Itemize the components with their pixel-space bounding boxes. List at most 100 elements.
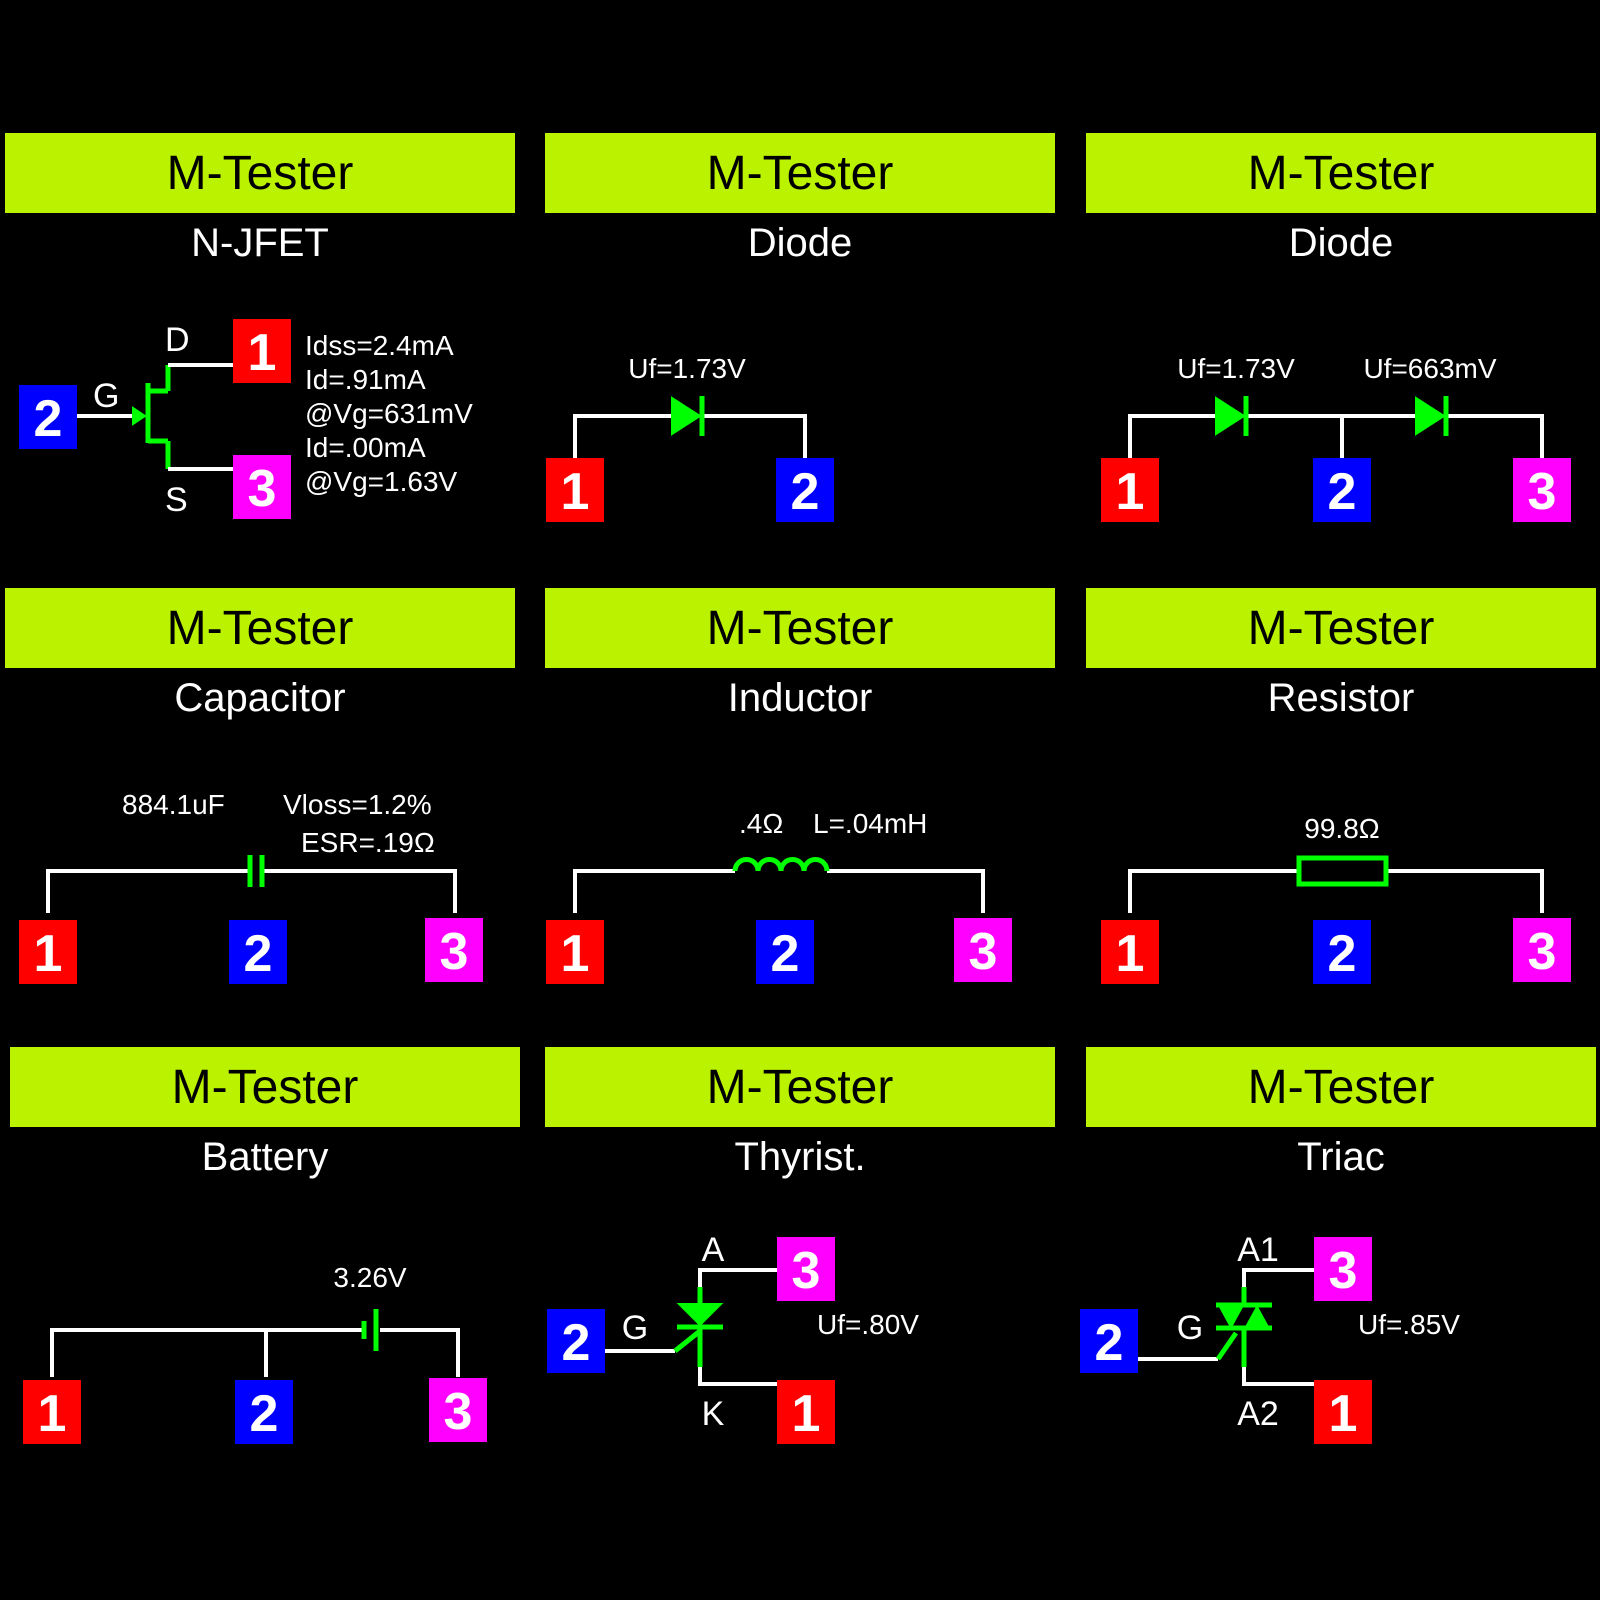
inductor-icon bbox=[732, 857, 830, 872]
svg-text:2: 2 bbox=[250, 1385, 279, 1443]
svg-text:3: 3 bbox=[444, 1383, 473, 1441]
svg-text:3: 3 bbox=[792, 1242, 821, 1300]
diode-schematic: Uf=1.73V 1 2 bbox=[546, 353, 834, 522]
svg-text:1: 1 bbox=[561, 463, 590, 521]
header-bar: M-Tester bbox=[1086, 133, 1596, 213]
resistor-icon bbox=[1296, 855, 1389, 887]
pin-3: 3 bbox=[954, 918, 1012, 982]
pin-1: 1 bbox=[777, 1380, 835, 1444]
header-bar: M-Tester bbox=[1086, 588, 1596, 668]
capacitor-schematic: 884.1uF Vloss=1.2% ESR=.19Ω 1 2 3 bbox=[19, 789, 483, 984]
panel-double-diode: M-Tester Diode Uf=1.73V Uf=663mV 1 2 3 bbox=[1086, 133, 1596, 573]
pin-2: 2 bbox=[756, 920, 814, 984]
header-title: M-Tester bbox=[166, 601, 354, 655]
gate-label: G bbox=[93, 377, 119, 415]
header-title: M-Tester bbox=[706, 1060, 894, 1114]
pin-2: 2 bbox=[1313, 920, 1371, 984]
battery-schematic: 3.26V 1 2 3 bbox=[23, 1262, 487, 1444]
component-name: Diode bbox=[1288, 221, 1394, 265]
svg-text:1: 1 bbox=[248, 324, 277, 382]
header-bar: M-Tester bbox=[545, 1047, 1055, 1127]
header-title: M-Tester bbox=[706, 146, 894, 200]
source-label: S bbox=[165, 481, 188, 519]
svg-text:2: 2 bbox=[791, 463, 820, 521]
panel-resistor: M-Tester Resistor 99.8Ω 1 2 3 bbox=[1086, 588, 1596, 1028]
svg-text:2: 2 bbox=[34, 390, 63, 448]
component-name: N-JFET bbox=[191, 221, 329, 265]
diode-icon bbox=[1415, 396, 1446, 436]
pin-3: 3 bbox=[1513, 458, 1571, 522]
pin-3: 3 bbox=[1513, 918, 1571, 982]
svg-text:2: 2 bbox=[1328, 925, 1357, 983]
voltage: 3.26V bbox=[333, 1262, 406, 1293]
component-name: Thyrist. bbox=[734, 1135, 866, 1179]
resistance: 99.8Ω bbox=[1304, 813, 1379, 844]
inductance: L=.04mH bbox=[813, 808, 927, 839]
vloss: Vloss=1.2% bbox=[283, 789, 432, 820]
forward-voltage: Uf=663mV bbox=[1363, 353, 1496, 384]
diode-icon bbox=[671, 396, 702, 436]
value-line: @Vg=631mV bbox=[305, 398, 473, 429]
pin-1: 1 bbox=[1101, 458, 1159, 522]
svg-text:1: 1 bbox=[561, 925, 590, 983]
forward-voltage: Uf=.80V bbox=[817, 1309, 919, 1340]
pin-3: 3 bbox=[429, 1378, 487, 1442]
pin-3: 3 bbox=[777, 1237, 835, 1301]
pin-2: 2 bbox=[1080, 1309, 1138, 1373]
svg-text:3: 3 bbox=[969, 923, 998, 981]
component-name: Inductor bbox=[727, 676, 873, 720]
gate-label: G bbox=[1177, 1309, 1203, 1347]
pin-2: 2 bbox=[1313, 458, 1371, 522]
double-diode-schematic: Uf=1.73V Uf=663mV 1 2 3 bbox=[1101, 353, 1571, 522]
pin-3: 3 bbox=[425, 918, 483, 982]
panel-battery: M-Tester Battery 3.26V 1 2 3 bbox=[10, 1047, 520, 1487]
pin-1: 1 bbox=[546, 920, 604, 984]
svg-text:1: 1 bbox=[792, 1385, 821, 1443]
esr: ESR=.19Ω bbox=[301, 827, 435, 858]
component-name: Triac bbox=[1297, 1135, 1385, 1179]
pin-1: 1 bbox=[546, 458, 604, 522]
resistor-schematic: 99.8Ω 1 2 3 bbox=[1101, 813, 1571, 984]
component-name: Battery bbox=[201, 1135, 329, 1179]
pin-2: 2 bbox=[776, 458, 834, 522]
header-title: M-Tester bbox=[1247, 1060, 1435, 1114]
header-title: M-Tester bbox=[171, 1060, 359, 1114]
panel-njfet: M-Tester N-JFET D G S 1 2 3 Idss=2.4mA I… bbox=[5, 133, 515, 573]
panel-capacitor: M-Tester Capacitor 884.1uF Vloss=1.2% ES… bbox=[5, 588, 515, 1028]
pin-3: 3 bbox=[233, 455, 291, 519]
header-bar: M-Tester bbox=[5, 133, 515, 213]
component-name: Diode bbox=[747, 221, 853, 265]
value-line: Id=.00mA bbox=[305, 432, 426, 463]
svg-text:1: 1 bbox=[38, 1385, 67, 1443]
pin-2: 2 bbox=[229, 920, 287, 984]
pin-1: 1 bbox=[1101, 920, 1159, 984]
svg-text:1: 1 bbox=[34, 925, 63, 983]
svg-text:3: 3 bbox=[1528, 923, 1557, 981]
svg-text:2: 2 bbox=[244, 925, 273, 983]
pin-1: 1 bbox=[19, 920, 77, 984]
svg-text:1: 1 bbox=[1329, 1385, 1358, 1443]
capacitance: 884.1uF bbox=[122, 789, 225, 820]
triac-schematic: A1 G A2 Uf=.85V 3 2 1 bbox=[1080, 1231, 1460, 1444]
svg-text:2: 2 bbox=[771, 925, 800, 983]
svg-text:3: 3 bbox=[1528, 463, 1557, 521]
header-bar: M-Tester bbox=[5, 588, 515, 668]
header-bar: M-Tester bbox=[10, 1047, 520, 1127]
svg-text:3: 3 bbox=[248, 460, 277, 518]
pin-2: 2 bbox=[235, 1380, 293, 1444]
header-bar: M-Tester bbox=[545, 588, 1055, 668]
svg-text:1: 1 bbox=[1116, 925, 1145, 983]
value-line: Id=.91mA bbox=[305, 364, 426, 395]
svg-text:1: 1 bbox=[1116, 463, 1145, 521]
pin-2: 2 bbox=[19, 385, 77, 449]
forward-voltage: Uf=1.73V bbox=[628, 353, 746, 384]
jfet-schematic: D G S 1 2 3 Idss=2.4mA Id=.91mA @Vg=631m… bbox=[19, 319, 473, 519]
header-title: M-Tester bbox=[1247, 146, 1435, 200]
svg-text:3: 3 bbox=[440, 923, 469, 981]
gate-arrow-icon bbox=[132, 406, 147, 426]
a2-label: A2 bbox=[1237, 1395, 1279, 1433]
cathode-label: K bbox=[702, 1395, 725, 1433]
panel-diode: M-Tester Diode Uf=1.73V 1 2 bbox=[545, 133, 1055, 573]
panel-inductor: M-Tester Inductor .4Ω L=.04mH 1 2 3 bbox=[545, 588, 1055, 1028]
gate-label: G bbox=[622, 1309, 648, 1347]
